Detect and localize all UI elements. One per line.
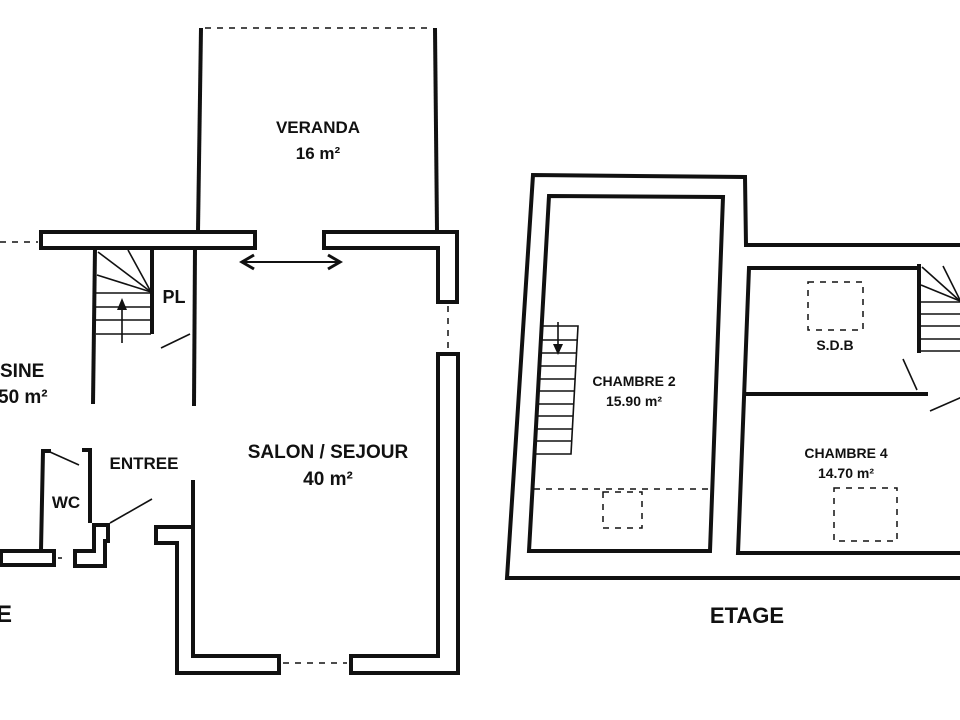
veranda-label: VERANDA <box>276 118 360 137</box>
chambre2-label: CHAMBRE 2 <box>592 373 675 389</box>
sdb-label: S.D.B <box>816 337 853 353</box>
placard-label: PL <box>162 287 185 307</box>
entree-door <box>109 498 153 524</box>
placard-wall <box>192 247 197 407</box>
cuisine-area: 50 m² <box>0 387 48 408</box>
veranda-right-wall <box>433 27 439 232</box>
staircase-upper-right <box>917 264 960 353</box>
salon-right-wall <box>349 352 460 675</box>
top-wall-left <box>39 230 257 250</box>
salon-left-wall <box>154 525 281 675</box>
salon-area: 40 m² <box>303 469 353 490</box>
veranda-area: 16 m² <box>296 144 341 163</box>
passage-double-arrow-icon <box>239 253 343 271</box>
sdb-door <box>902 358 918 391</box>
chambre4-area: 14.70 m² <box>818 465 874 481</box>
chambre2-walls <box>526 193 726 553</box>
wc-door <box>49 451 80 466</box>
staircase-chambre2 <box>536 322 579 455</box>
ground-floor: VERANDA 16 m² SALON / SEJOUR 40 m² PL EN… <box>0 27 460 675</box>
staircase-ground <box>91 247 154 405</box>
wc-walls <box>0 448 153 568</box>
upper-floor-title: ETAGE <box>710 603 784 628</box>
chambre2-area: 15.90 m² <box>606 393 662 409</box>
top-wall-right <box>322 230 459 304</box>
chambre4-skylight <box>833 487 898 542</box>
cuisine-label: SINE <box>0 361 44 382</box>
salon-label: SALON / SEJOUR <box>248 442 409 463</box>
placard-door <box>160 333 191 349</box>
upper-floor: CHAMBRE 2 15.90 m² S.D.B CHAMBRE 4 14.70… <box>504 172 960 628</box>
chambre4-label: CHAMBRE 4 <box>804 445 887 461</box>
ground-floor-title: E <box>0 601 12 628</box>
chambre2-skylight <box>602 491 643 529</box>
wc-label: WC <box>52 493 80 512</box>
chambre4-walls <box>735 266 960 555</box>
upper-outer-wall <box>504 172 960 580</box>
chambre4-door <box>929 397 960 412</box>
entree-label: ENTREE <box>110 454 179 473</box>
veranda-left-wall <box>196 27 203 232</box>
sdb-skylight <box>807 281 864 331</box>
